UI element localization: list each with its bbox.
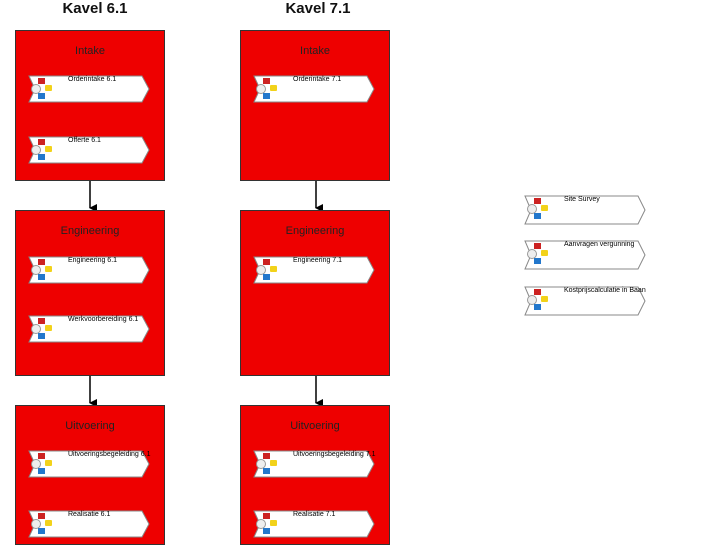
process-card-offerte-6-1[interactable]: Offerte 6.1 <box>28 136 150 164</box>
ring-icon <box>256 84 266 94</box>
process-card-werkvoorbereiding-6-1[interactable]: Werkvoorbereiding 6.1 <box>28 315 150 343</box>
process-card-orderintake-6-1[interactable]: Orderintake 6.1 <box>28 75 150 103</box>
process-card-kostprijscalculatie[interactable]: Kostprijscalculatie in Baan <box>524 286 646 316</box>
blue-square-icon <box>38 468 45 474</box>
folder-icon <box>45 146 52 152</box>
card-label: Realisatie 7.1 <box>293 511 336 518</box>
ring-icon <box>31 84 41 94</box>
folder-icon <box>541 296 548 302</box>
phase-title: Engineering <box>60 225 120 237</box>
card-label: Realisatie 6.1 <box>68 511 111 518</box>
process-card-site-survey[interactable]: Site Survey <box>524 195 646 225</box>
ring-icon <box>256 459 266 469</box>
ring-icon <box>31 459 41 469</box>
folder-icon <box>45 85 52 91</box>
folder-icon <box>541 250 548 256</box>
kavel-title-6-1: Kavel 6.1 <box>62 0 128 17</box>
process-card-orderintake-7-1[interactable]: Orderintake 7.1 <box>253 75 375 103</box>
blue-square-icon <box>263 93 270 99</box>
red-square-icon <box>263 78 270 84</box>
process-card-realisatie-7-1[interactable]: Realisatie 7.1 <box>253 510 375 538</box>
red-square-icon <box>534 198 541 204</box>
process-card-engineering-7-1[interactable]: Engineering 7.1 <box>253 256 375 284</box>
card-label: Uitvoeringsbegeleiding 7.1 <box>293 451 376 458</box>
folder-icon <box>45 325 52 331</box>
blue-square-icon <box>38 528 45 534</box>
card-label: Engineering 6.1 <box>68 257 118 264</box>
red-square-icon <box>534 243 541 249</box>
blue-square-icon <box>38 154 45 160</box>
blue-square-icon <box>263 274 270 280</box>
phase-engineering-6-1[interactable]: Engineering <box>15 210 165 376</box>
card-label: Site Survey <box>564 196 600 203</box>
red-square-icon <box>263 513 270 519</box>
phase-title: Engineering <box>285 225 345 237</box>
blue-square-icon <box>38 274 45 280</box>
kavel-title-7-1: Kavel 7.1 <box>285 0 351 17</box>
blue-square-icon <box>534 304 541 310</box>
card-label: Offerte 6.1 <box>68 137 101 144</box>
red-square-icon <box>263 453 270 459</box>
ring-icon <box>527 204 537 214</box>
card-label: Orderintake 6.1 <box>68 76 117 83</box>
phase-title: Intake <box>300 45 330 57</box>
red-square-icon <box>38 259 45 265</box>
red-square-icon <box>38 453 45 459</box>
red-square-icon <box>38 318 45 324</box>
process-card-uitvoeringsbegeleiding-7-1[interactable]: Uitvoeringsbegeleiding 7.1 <box>253 450 376 478</box>
ring-icon <box>31 324 41 334</box>
folder-icon <box>270 520 277 526</box>
card-label: Uitvoeringsbegeleiding 6.1 <box>68 451 151 458</box>
red-square-icon <box>263 259 270 265</box>
folder-icon <box>45 266 52 272</box>
phase-engineering-7-1[interactable]: Engineering <box>240 210 390 376</box>
blue-square-icon <box>263 528 270 534</box>
ring-icon <box>31 519 41 529</box>
process-card-aanvragen-vergunning[interactable]: Aanvragen vergunning <box>524 240 646 270</box>
ring-icon <box>256 265 266 275</box>
folder-icon <box>270 266 277 272</box>
process-card-engineering-6-1[interactable]: Engineering 6.1 <box>28 256 150 284</box>
blue-square-icon <box>534 258 541 264</box>
ring-icon <box>527 295 537 305</box>
ring-icon <box>527 249 537 259</box>
folder-icon <box>270 460 277 466</box>
folder-icon <box>45 520 52 526</box>
blue-square-icon <box>38 333 45 339</box>
blue-square-icon <box>263 468 270 474</box>
card-label: Aanvragen vergunning <box>564 241 635 248</box>
phase-title: Uitvoering <box>65 420 115 432</box>
card-label: Engineering 7.1 <box>293 257 343 264</box>
folder-icon <box>541 205 548 211</box>
folder-icon <box>45 460 52 466</box>
blue-square-icon <box>534 213 541 219</box>
card-label: Kostprijscalculatie in Baan <box>564 287 646 294</box>
red-square-icon <box>38 78 45 84</box>
process-card-uitvoeringsbegeleiding-6-1[interactable]: Uitvoeringsbegeleiding 6.1 <box>28 450 151 478</box>
blue-square-icon <box>38 93 45 99</box>
phase-intake-7-1[interactable]: Intake <box>240 30 390 181</box>
card-label: Orderintake 7.1 <box>293 76 342 83</box>
ring-icon <box>256 519 266 529</box>
card-label: Werkvoorbereiding 6.1 <box>68 316 139 323</box>
process-card-realisatie-6-1[interactable]: Realisatie 6.1 <box>28 510 150 538</box>
ring-icon <box>31 265 41 275</box>
red-square-icon <box>38 513 45 519</box>
phase-title: Uitvoering <box>290 420 340 432</box>
folder-icon <box>270 85 277 91</box>
phase-title: Intake <box>75 45 105 57</box>
ring-icon <box>31 145 41 155</box>
red-square-icon <box>534 289 541 295</box>
red-square-icon <box>38 139 45 145</box>
